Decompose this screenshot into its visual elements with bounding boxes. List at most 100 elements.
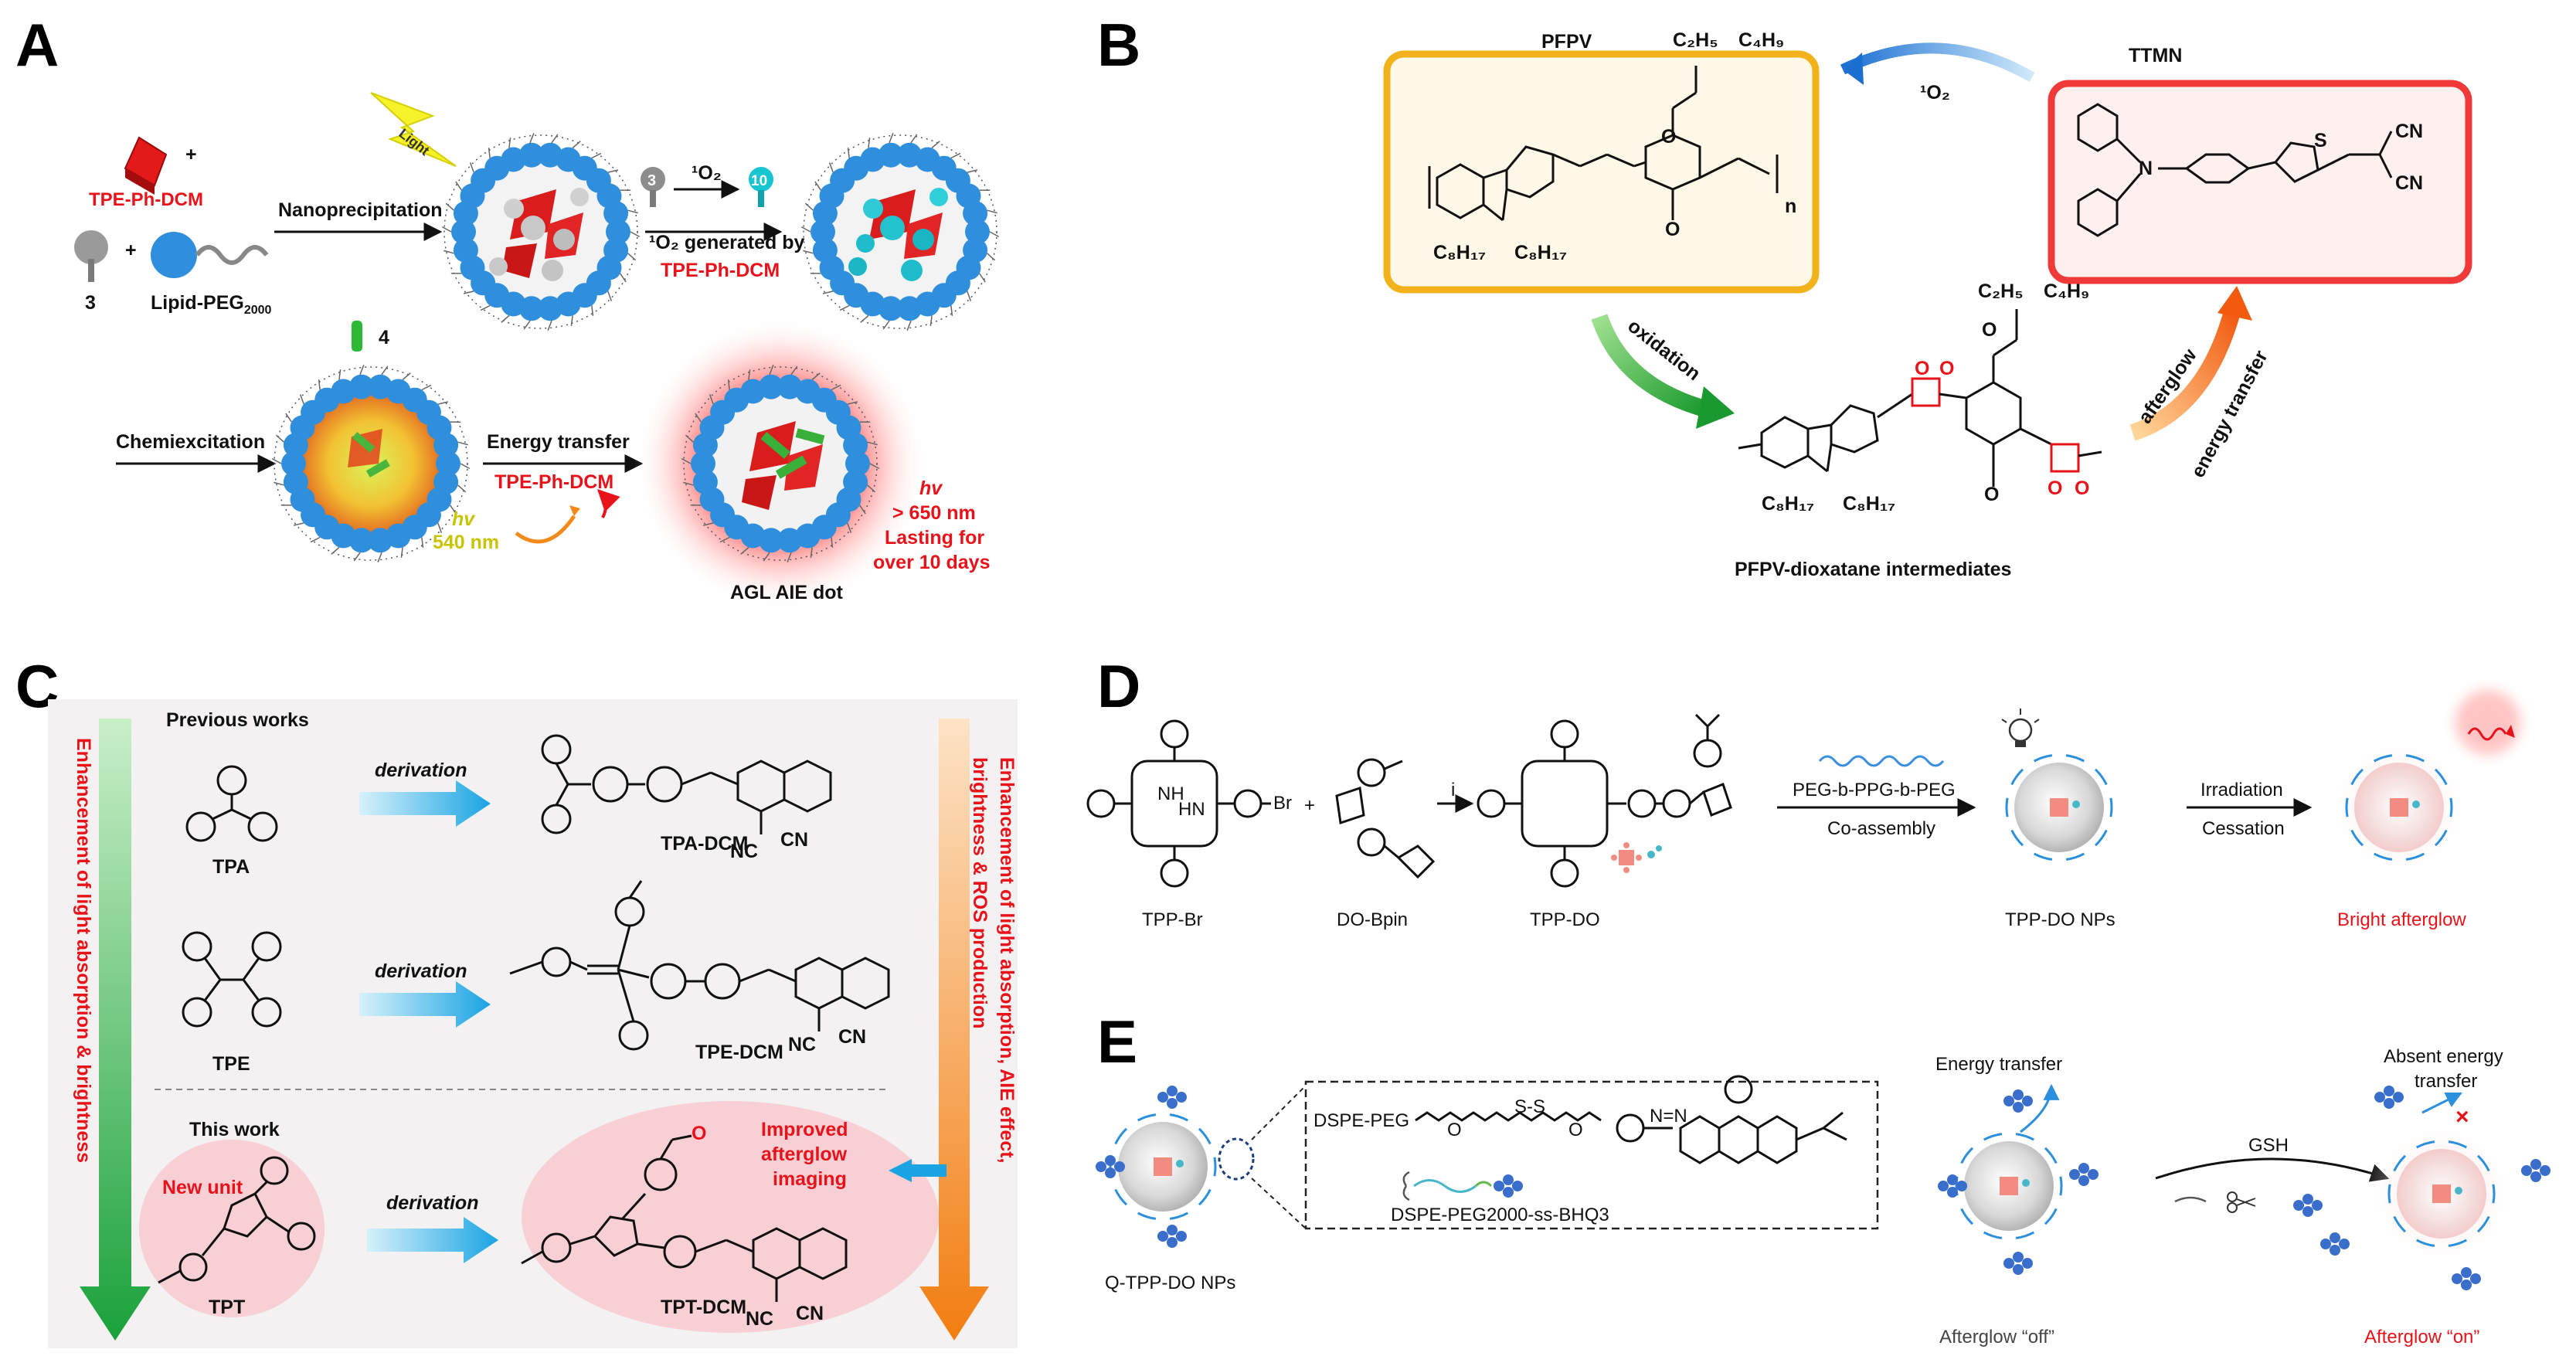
released-quencher-icon — [2293, 1194, 2323, 1217]
ttmn-cn2: CN — [2395, 172, 2423, 194]
energy-transfer-source-a: TPE-Ph-DCM — [494, 471, 613, 493]
red-emission-icon — [2455, 690, 2520, 755]
afterglow-arrow — [2129, 307, 2241, 441]
panel-b: B PFPV TTMN C₂H₅ C₄H₉ C₈H₁ — [1097, 11, 2472, 580]
nanoparticle-1 — [441, 133, 641, 331]
compound-4-label: 4 — [379, 327, 389, 348]
free-quencher-1 — [2374, 1086, 2404, 1109]
hv-540-label: hv — [452, 508, 476, 530]
svg-text:O: O — [1568, 1120, 1583, 1140]
agl-aie-dot-label: AGL AIE dot — [730, 582, 844, 603]
svg-text:NC: NC — [746, 1308, 773, 1330]
tpa-dcm-label: TPA-DCM — [661, 833, 748, 855]
nanoprecipitation-label: Nanoprecipitation — [278, 199, 443, 221]
panel-e: E Q-TPP-DO NPs DSPE-PEG N=N — [1096, 1008, 2551, 1348]
improved-line1: Improved — [761, 1119, 848, 1140]
dioxatane-structure: O O O O O O C₂H₅ C₄H₉ C₈H₁₇ C₈H₁₇ — [1738, 280, 2102, 515]
tpp-do-label: TPP-DO — [1530, 909, 1600, 930]
energy-transfer-label-b: energy transfer — [2187, 347, 2272, 481]
hv-650-label: hv — [919, 477, 943, 499]
left-enhancement-arrow — [80, 719, 151, 1341]
tpt-structure — [158, 1156, 316, 1284]
pfpv-structure: C₂H₅ C₄H₉ C₈H₁₇ C₈H₁₇ n O O — [1428, 29, 1796, 263]
panel-d-letter: D — [1097, 652, 1140, 720]
nanoparticle-4 — [681, 365, 880, 562]
lasting-line1: Lasting for — [885, 527, 984, 549]
cessation-label: Cessation — [2202, 818, 2285, 839]
panel-b-letter: B — [1097, 11, 1140, 79]
improved-line2: afterglow — [761, 1144, 848, 1165]
pfpv-box — [1383, 50, 1820, 294]
tpa-dcm-structure: NC CN — [541, 734, 832, 862]
coassembly-label: Co-assembly — [1827, 818, 1935, 839]
badge-10: 10 — [751, 173, 767, 189]
plus-sign-a1: + — [185, 144, 197, 165]
panel-e-letter: E — [1097, 1008, 1137, 1076]
afterglow-on-label: Afterglow “on” — [2364, 1327, 2479, 1348]
tpe-structure — [182, 931, 282, 1028]
panel-d: D NH HN Br TPP-Br + DO-Bpin — [1086, 652, 2520, 930]
svg-text:HN: HN — [1178, 799, 1205, 820]
right-enhancement-text-2: brightness & ROS production — [969, 757, 991, 1028]
svg-text:NC: NC — [730, 841, 758, 862]
svg-text:O: O — [1665, 219, 1680, 240]
do-bpin-label: DO-Bpin — [1337, 909, 1408, 930]
pfpv-c8h17-a: C₈H₁₇ — [1433, 242, 1486, 263]
pfpv-title: PFPV — [1541, 31, 1592, 53]
derivation-label-1: derivation — [375, 760, 467, 781]
q-tpp-do-label: Q-TPP-DO NPs — [1105, 1273, 1235, 1293]
light-bolt-icon — [370, 92, 457, 167]
tpp-do-nps — [2005, 754, 2113, 861]
derivation-label-3: derivation — [386, 1192, 478, 1214]
tpp-br-label: TPP-Br — [1142, 909, 1203, 930]
nanoparticle-2 — [800, 133, 1000, 331]
free-quencher-2 — [2521, 1159, 2551, 1182]
svg-text:CN: CN — [780, 829, 808, 851]
q-tpp-do-np — [1096, 1086, 1217, 1248]
panel-a: A + TPE-Ph-DCM + 3 Lipid-PEG2000 Nanopre… — [15, 11, 1000, 610]
this-work-label: This work — [189, 1119, 280, 1140]
improved-line3: imaging — [773, 1168, 847, 1190]
intermediates-label: PFPV-dioxatane intermediates — [1735, 559, 2011, 580]
svg-text:O: O — [2075, 477, 2089, 499]
gsh-arrow — [2155, 1157, 2390, 1182]
free-quencher-3 — [2452, 1267, 2481, 1290]
ttmn-title: TTMN — [2129, 45, 2182, 66]
bright-afterglow-np — [2345, 754, 2453, 861]
singlet-oxygen-b: ¹O₂ — [1920, 82, 1950, 104]
ttmn-box — [2048, 80, 2472, 284]
improved-pointer-arrow — [889, 1159, 946, 1182]
tpp-do-nps-label: TPP-DO NPs — [2005, 909, 2116, 930]
right-enhancement-text-1: Enhancement of light absorption, AIE eff… — [996, 757, 1018, 1164]
afterglow-off-label: Afterglow “off” — [1939, 1327, 2054, 1348]
tpt-highlight — [139, 1140, 325, 1317]
afterglow-on-np — [2387, 1140, 2496, 1247]
scissors-icon — [2227, 1191, 2256, 1213]
irradiation-label: Irradiation — [2200, 780, 2283, 800]
int-c4h9: C₄H₉ — [2044, 280, 2089, 302]
wavelength-650: > 650 nm — [892, 502, 976, 524]
svg-text:CN: CN — [838, 1026, 866, 1048]
new-unit-label: New unit — [162, 1177, 243, 1198]
svg-text:NC: NC — [788, 1034, 816, 1055]
svg-text:O: O — [1982, 319, 1997, 341]
derivation-label-2: derivation — [375, 960, 467, 982]
energy-transfer-label-a: Energy transfer — [487, 431, 630, 453]
free-quencher-4 — [2320, 1232, 2350, 1256]
dspe-full-label: DSPE-PEG2000-ss-BHQ3 — [1391, 1205, 1609, 1225]
lipid-peg-bead-icon — [151, 232, 197, 278]
oxidation-arrow — [1591, 314, 1710, 418]
wavelength-540: 540 nm — [433, 532, 499, 553]
derivation-arrow-2 — [359, 981, 491, 1028]
nanoparticle-3 — [271, 365, 471, 562]
tpt-dcm-label: TPT-DCM — [661, 1297, 746, 1318]
left-enhancement-text: Enhancement of light absorption & bright… — [73, 738, 94, 1163]
tpt-dcm-highlight — [522, 1101, 939, 1333]
svg-text:S-S: S-S — [1514, 1096, 1545, 1117]
svg-text:O: O — [1939, 358, 1954, 379]
svg-text:O: O — [2048, 477, 2062, 499]
tpp-do-structure — [1477, 713, 1732, 888]
ttmn-s: S — [2314, 130, 2327, 151]
peg-label: PEG-b-PPG-b-PEG — [1793, 780, 1956, 800]
